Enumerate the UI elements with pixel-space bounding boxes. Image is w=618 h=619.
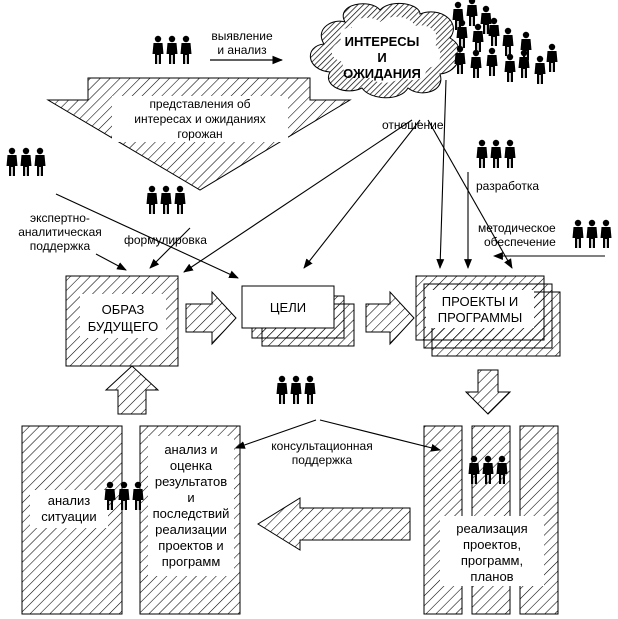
label-expert-3: поддержка [30, 239, 91, 253]
label-development: разработка [476, 179, 539, 193]
cloud-line2: И [377, 50, 386, 65]
eval-4: и [187, 490, 194, 505]
arrow-right-2 [365, 290, 415, 346]
eval-1: анализ и [164, 442, 217, 457]
label-expert-1: экспертно- [30, 211, 90, 225]
cloud-line3: ОЖИДАНИЯ [343, 66, 421, 81]
future-image-1: ОБРАЗ [102, 302, 145, 317]
label-expert-2: аналитическая [18, 225, 102, 239]
people-group-icon [573, 220, 612, 248]
eval-5: последствий [153, 506, 230, 521]
label-method-2: обеспечение [484, 235, 556, 249]
label-repr-2: интересах и ожиданиях [134, 112, 266, 126]
people-group-icon [153, 36, 192, 64]
arrow-down-projects [464, 369, 512, 415]
eval-6: реализации [155, 522, 227, 537]
representations-arrow: представления об интересах и ожиданиях г… [46, 77, 352, 191]
cloud-line1: ИНТЕРЕСЫ [345, 34, 420, 49]
crowd-people-icon [452, 0, 558, 84]
goals-text: ЦЕЛИ [270, 300, 306, 315]
label-repr-3: горожан [177, 127, 222, 141]
people-group-icon [277, 376, 316, 404]
label-identify-1: выявление [211, 29, 273, 43]
box-implementation: реализация проектов, программ, планов [423, 425, 559, 615]
arrow-up-future [104, 365, 160, 415]
label-consult-1: консультационная [271, 439, 372, 453]
cloud-interests: ИНТЕРЕСЫ И ОЖИДАНИЯ [309, 2, 461, 99]
people-group-icon [477, 140, 516, 168]
impl-3: программ, [461, 553, 523, 568]
future-image-2: БУДУЩЕГО [88, 319, 158, 334]
box-projects: ПРОЕКТЫ И ПРОГРАММЫ [415, 275, 561, 357]
box-goals: ЦЕЛИ [241, 285, 355, 347]
impl-4: планов [470, 569, 513, 584]
people-group-icon [7, 148, 46, 176]
label-method-1: методическое [478, 221, 556, 235]
impl-1: реализация [456, 521, 527, 536]
label-repr-1: представления об [149, 97, 250, 111]
projects-1: ПРОЕКТЫ И [442, 294, 519, 309]
box-evaluation: анализ и оценка результатов и последстви… [139, 425, 241, 615]
label-formulation: формулировка [124, 233, 207, 247]
situation-1: анализ [48, 493, 90, 508]
arrow-right-1 [185, 290, 237, 346]
box-future-image: ОБРАЗ БУДУЩЕГО [65, 275, 179, 367]
people-group-icon [147, 186, 186, 214]
label-identify-2: и анализ [217, 43, 267, 57]
situation-2: ситуации [41, 509, 96, 524]
arrow-left-big [257, 497, 411, 551]
eval-2: оценка [170, 458, 213, 473]
eval-3: результатов [155, 474, 227, 489]
eval-7: проектов и [158, 538, 223, 553]
impl-2: проектов, [463, 537, 521, 552]
projects-2: ПРОГРАММЫ [438, 310, 523, 325]
label-consult-2: поддержка [292, 453, 353, 467]
box-situation-analysis: анализ ситуации [21, 425, 123, 615]
eval-8: программ [162, 554, 221, 569]
